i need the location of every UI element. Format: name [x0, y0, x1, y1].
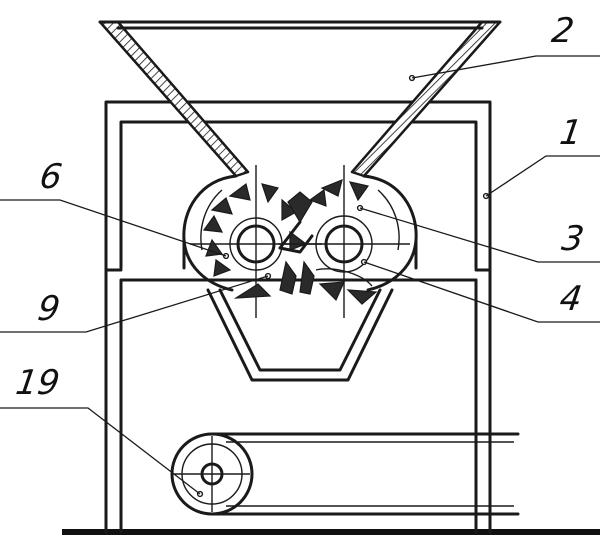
discharge-chute [206, 288, 394, 382]
callout-belt-pulley: 19 [13, 363, 63, 403]
belt-conveyor [170, 432, 520, 516]
hopper [98, 20, 502, 178]
frame [104, 100, 492, 534]
left-rotor [190, 165, 322, 318]
crushing-chamber [182, 174, 418, 292]
leader-lines [0, 55, 600, 495]
right-rotor [278, 165, 410, 318]
